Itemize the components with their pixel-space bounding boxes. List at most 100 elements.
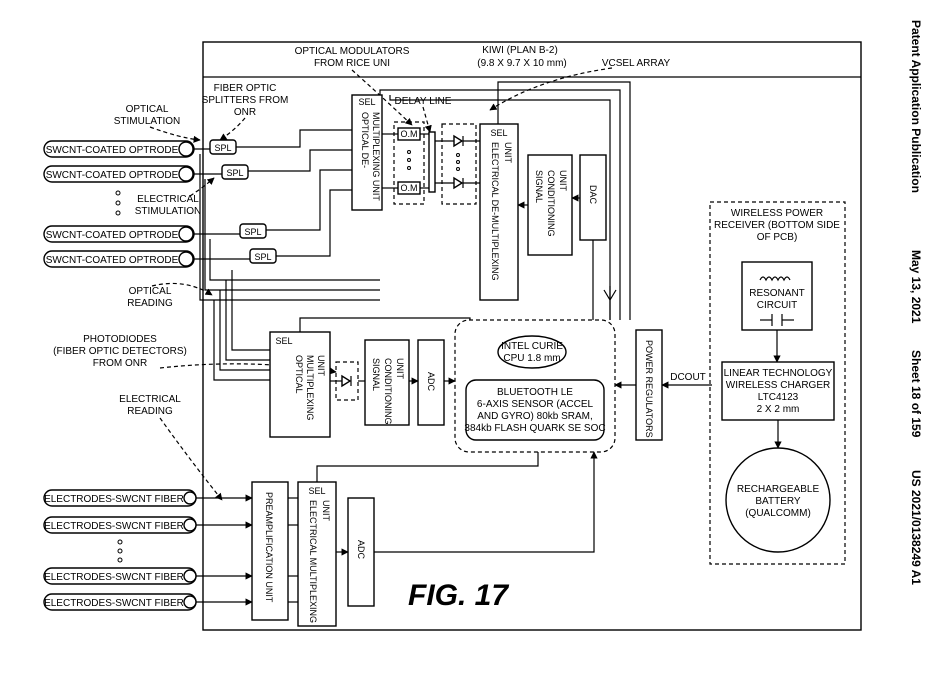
optrode-label: SWCNT-COATED OPTRODE (46, 230, 179, 241)
capacitor-icon (760, 314, 794, 326)
vcsel-array (441, 123, 477, 205)
wireless-charger (721, 361, 835, 421)
signal-cond-mid-label-3: UNIT (395, 358, 405, 379)
optrode-4: SWCNT-COATED OPTRODE (43, 250, 195, 268)
optical-modulators-leader (351, 69, 413, 126)
delay-line (428, 131, 436, 193)
top-bus (379, 81, 631, 320)
vcsel-ellipsis (456, 167, 460, 171)
fiber-splitters-label-1: FIBER OPTIC (214, 83, 277, 94)
soc-cpu: CPU 1.8 mm (503, 353, 560, 364)
charger-line-4: 2 X 2 mm (757, 404, 800, 415)
electrical-stimulation-label-1: ELECTRICAL (137, 194, 199, 205)
splitter-label: SPL (226, 168, 243, 178)
delay-line-leader (422, 106, 432, 133)
resonant-circuit (741, 261, 813, 331)
signal-conditioning-top (527, 154, 573, 256)
modulator-ellipsis (407, 166, 411, 170)
charger-line-1: LINEAR TECHNOLOGY (724, 368, 833, 379)
coil-icon (759, 276, 791, 282)
electrode-tip-icon (183, 518, 197, 532)
optrodes-group: SWCNT-COATED OPTRODE SWCNT-COATED OPTROD… (43, 140, 195, 268)
power-regulators-label: POWER REGULATORS (644, 340, 654, 438)
optrode-tip-icon (178, 166, 194, 182)
om-label: O.M (401, 183, 418, 193)
splitter-label: SPL (214, 143, 231, 153)
cpu-ellipse (497, 335, 567, 369)
electrical-reading-label-1: ELECTRICAL (119, 394, 181, 405)
modulator-ellipsis (407, 158, 411, 162)
vcsel-ellipsis (456, 160, 460, 164)
optrode-label: SWCNT-COATED OPTRODE (46, 255, 179, 266)
optical-mux-label-1: OPTICAL (294, 355, 304, 394)
electrical-demux-label-2: UNIT (503, 142, 513, 163)
electrodes-group: ELECTRODES-SWCNT FIBER ELECTRODES-SWCNT … (43, 489, 253, 611)
optical-demux-label-2: MULTIPLEXING UNIT (371, 112, 381, 201)
sel-label: SEL (275, 336, 292, 346)
electrode-2: ELECTRODES-SWCNT FIBER (43, 516, 197, 534)
vcsel-array-label: VCSEL ARRAY (602, 58, 671, 69)
charger-line-2: WIRELESS CHARGER (726, 380, 830, 391)
soc-line-2: 6-AXIS SENSOR (ACCEL (477, 399, 594, 410)
battery-line-3: (QUALCOMM) (745, 508, 811, 519)
soc-features-box (465, 379, 605, 441)
fiber-splitters-label-3: ONR (234, 107, 256, 118)
patent-header: Patent Application Publication May 13, 2… (909, 20, 923, 585)
resonant-label-1: RESONANT (749, 288, 805, 299)
adc-bottom (347, 497, 375, 607)
electrical-demux-label-1: ELECTRICAL DE-MULTIPLEXING (490, 142, 500, 281)
rechargeable-battery (725, 447, 831, 553)
fiber-splitters-label-2: SPLITTERS FROM (202, 95, 289, 106)
electrode-label: ELECTRODES-SWCNT FIBER (44, 572, 184, 583)
optrode-ellipsis (115, 190, 121, 216)
optrode-3: SWCNT-COATED OPTRODE (43, 225, 195, 243)
preamp-label: PREAMPLIFICATION UNIT (264, 492, 274, 603)
optical-reading-leader (151, 282, 213, 296)
preamplification-unit (251, 481, 289, 621)
soc-line-1: BLUETOOTH LE (497, 387, 573, 398)
optical-stimulation-label-1: OPTICAL (126, 104, 169, 115)
optrode-wiring (193, 129, 380, 381)
optrode-tip-icon (178, 141, 194, 157)
signal-conditioning-mid (364, 339, 410, 426)
optical-mux-label-3: UNIT (316, 355, 326, 376)
signal-cond-mid-label-1: SIGNAL (371, 358, 381, 391)
electrode-label: ELECTRODES-SWCNT FIBER (44, 494, 184, 505)
preamp-to-mux-wires (288, 497, 298, 603)
wireless-title-2: RECEIVER (BOTTOM SIDE (714, 220, 840, 231)
header-publication: Patent Application Publication (909, 20, 923, 193)
sel-wire (299, 317, 471, 332)
electrode-label: ELECTRODES-SWCNT FIBER (44, 598, 184, 609)
electrical-reading-leader (159, 417, 223, 501)
om-label: O.M (401, 129, 418, 139)
splitters-group: SPL SPL SPL SPL (209, 139, 277, 264)
electrical-reading-label-2: READING (127, 406, 173, 417)
photodiodes-label-3: FROM ONR (93, 358, 147, 369)
optical-reading-label-1: OPTICAL (129, 286, 172, 297)
splitter-2 (221, 164, 249, 180)
splitter-label: SPL (254, 252, 271, 262)
electrode-tip-icon (183, 569, 197, 583)
optrode-label: SWCNT-COATED OPTRODE (46, 145, 179, 156)
wireless-title-1: WIRELESS POWER (731, 208, 823, 219)
optrode-tip-icon (178, 226, 194, 242)
optrode-2: SWCNT-COATED OPTRODE (43, 165, 195, 183)
signal-cond-mid-label-2: CONDITIONING (383, 358, 393, 425)
adc-to-soc-wire (374, 451, 598, 553)
signal-cond-top-label-2: CONDITIONING (546, 170, 556, 237)
modulators-dashed-group (393, 121, 425, 205)
wireless-title-3: OF PCB) (757, 232, 798, 243)
electrical-demux-unit (479, 123, 519, 301)
soc-name: INTEL CURIE (501, 341, 563, 352)
modulator-ellipsis (407, 150, 411, 154)
optical-mux-unit (269, 331, 331, 438)
optical-mux-label-2: MULTIPLEXING (305, 355, 315, 420)
optrode-1: SWCNT-COATED OPTRODE (43, 140, 195, 158)
electrode-1: ELECTRODES-SWCNT FIBER (43, 489, 197, 507)
electrical-stimulation-leader (189, 177, 215, 197)
electrical-stimulation-label-2: STIMULATION (135, 206, 201, 217)
optical-modulators-label-1: OPTICAL MODULATORS (295, 46, 410, 57)
dac-label: DAC (588, 185, 598, 205)
optical-stimulation-label-2: STIMULATION (114, 116, 180, 127)
photodiodes-label-1: PHOTODIODES (83, 334, 157, 345)
